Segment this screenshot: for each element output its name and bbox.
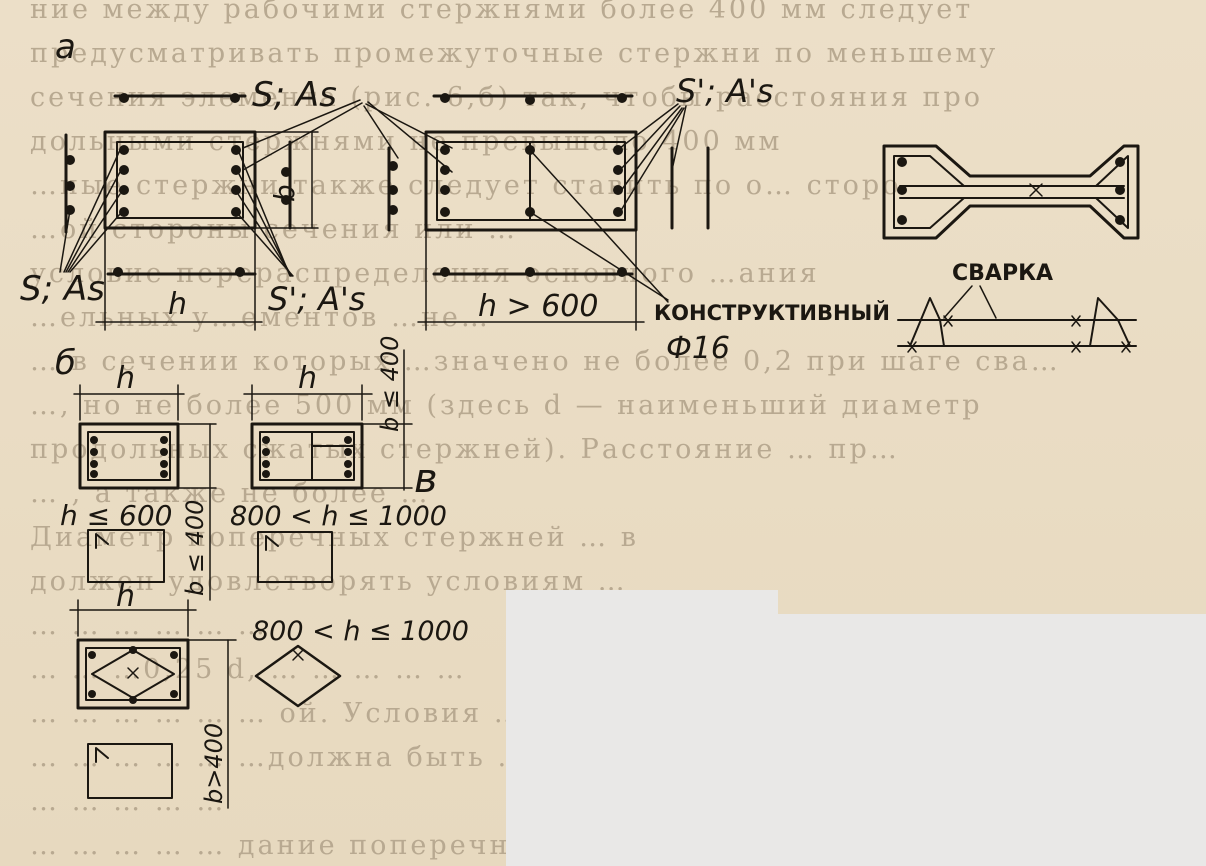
section-a-right	[387, 93, 710, 331]
h-gt-600-label: h > 600	[478, 289, 598, 324]
panel-b-label: б	[55, 343, 76, 383]
b-le-400-top-label: b ≤ 400	[376, 336, 404, 432]
redaction-block-right	[778, 614, 1206, 866]
background-text-line: продольных сжатых стержней). Расстояние …	[30, 434, 900, 465]
background-text-line: … в сечении которых …значено не более 0,…	[30, 346, 1061, 377]
konstruktivny-label: КОНСТРУКТИВНЫЙ	[654, 300, 890, 325]
h-b1-label: h	[116, 361, 135, 396]
range-800-1000-b-label: 800 < h ≤ 1000	[252, 616, 469, 647]
s-as-top-label: S; As	[252, 75, 337, 115]
welded-frame	[897, 285, 1137, 353]
background-text-line: … … … … … …должна быть …	[30, 742, 528, 773]
background-text-line: … … … … … … ой. Условия …	[30, 698, 524, 729]
b-le-400-mid-label: b ≤ 400	[181, 500, 209, 596]
section-a-left	[59, 93, 453, 331]
svarka-label: СВАРКА	[952, 261, 1053, 286]
section-b-3	[69, 599, 342, 809]
i-beam-section	[882, 144, 1140, 240]
panel-v-label: в	[414, 456, 438, 502]
panel-a-label: а	[55, 27, 76, 67]
background-text-line: …ельных у…ементов …не…	[30, 302, 491, 333]
h-b2-label: h	[298, 361, 317, 396]
b-dimension-label: b	[268, 184, 301, 202]
background-text-line: …ные стержни также следует ставить по о……	[30, 170, 902, 201]
section-b-2	[177, 349, 413, 601]
background-text-line: … … … … …	[30, 786, 227, 817]
h-le-600-label: h ≤ 600	[60, 499, 172, 532]
h-dimension-label: h	[168, 287, 187, 322]
redaction-block-left	[506, 590, 778, 866]
s-as-prime-mid-label: S'; A's	[268, 280, 365, 318]
background-text-line: предусматривать промежуточные стержни по…	[30, 38, 999, 69]
b-gt-400-label: b>400	[200, 723, 228, 804]
s-as-left-label: S; As	[20, 269, 105, 309]
background-text-line: … … … … … …	[30, 610, 268, 641]
range-800-1000-a-label: 800 < h ≤ 1000	[230, 501, 447, 532]
phi16-label: Ф16	[666, 331, 730, 366]
h-b3-label: h	[116, 579, 135, 614]
section-b-1	[73, 384, 185, 583]
background-text-line: ние между рабочими стержнями более 400 м…	[30, 0, 974, 25]
background-text-line: …, но не более 500 мм (здесь d — наимень…	[30, 390, 983, 421]
s-as-prime-top-label: S'; A's	[676, 72, 773, 110]
